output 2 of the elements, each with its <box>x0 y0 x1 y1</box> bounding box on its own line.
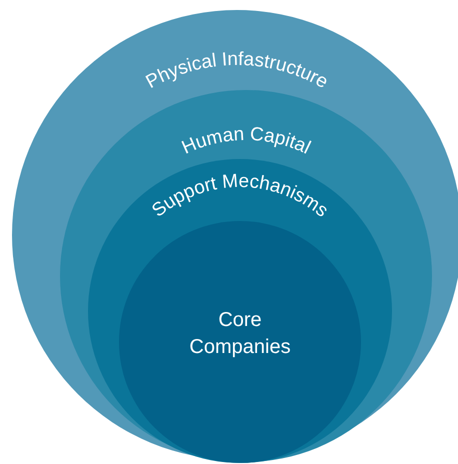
circle-label: Core Companies <box>188 308 292 360</box>
curved-label: Human Capital <box>178 124 314 159</box>
